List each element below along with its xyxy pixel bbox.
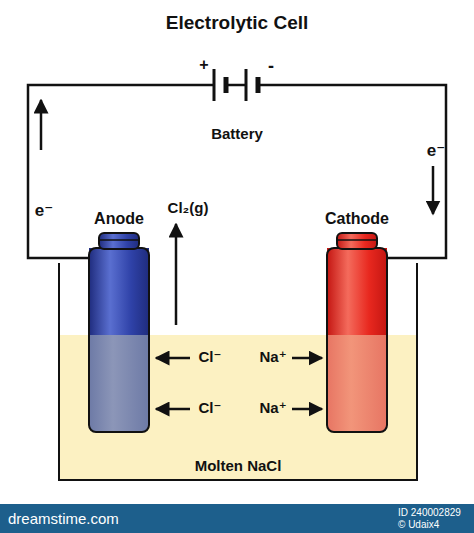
watermark: dreamstime.com xyxy=(8,510,119,527)
cathode-electrode: Cathode xyxy=(322,208,392,433)
terminal-sign: + xyxy=(199,56,208,74)
electrolyte-label: Molten NaCl xyxy=(60,457,416,474)
electrode-shape xyxy=(87,232,151,435)
electrode-shape xyxy=(325,232,389,435)
electrode-label: Anode xyxy=(88,210,150,228)
watermark: ID 240002829 xyxy=(398,507,461,518)
ion-label: Cl⁻ xyxy=(199,348,222,366)
watermark-bar xyxy=(0,504,474,533)
ion-label: Cl⁻ xyxy=(199,399,222,417)
anode-electrode: Anode xyxy=(88,208,150,433)
gas-label: Cl₂(g) xyxy=(168,199,209,216)
ion-label: Na⁺ xyxy=(259,348,286,366)
ion-label: Na⁺ xyxy=(259,399,286,417)
diagram-title: Electrolytic Cell xyxy=(0,12,474,34)
ion-arrow xyxy=(156,357,190,360)
gas-arrow xyxy=(175,224,178,325)
ion-arrow xyxy=(292,408,322,411)
watermark: © Udaix4 xyxy=(398,519,439,530)
ion-arrow xyxy=(292,357,322,360)
terminal-sign: - xyxy=(268,56,274,77)
electrode-label: Cathode xyxy=(322,210,392,228)
electron-arrow xyxy=(40,100,43,150)
battery-label: Battery xyxy=(195,125,279,142)
battery-symbol xyxy=(211,69,263,101)
electron-arrow xyxy=(432,166,435,214)
wire xyxy=(28,85,211,258)
electron-label: e⁻ xyxy=(427,140,445,161)
ion-arrow xyxy=(156,408,190,411)
wire xyxy=(263,85,446,258)
electron-label: e⁻ xyxy=(35,200,53,221)
